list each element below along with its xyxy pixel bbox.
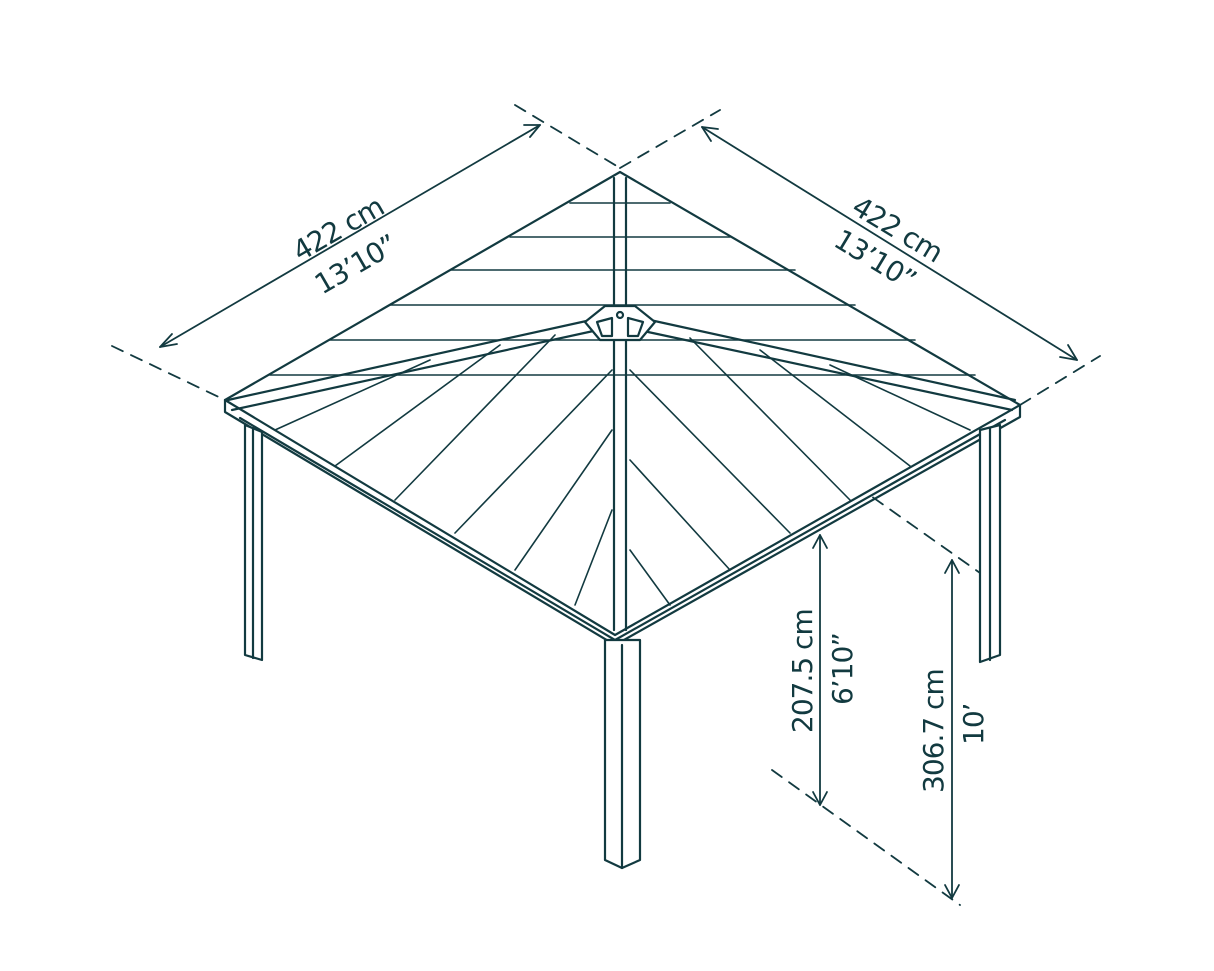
apex-hub	[583, 304, 657, 342]
roof-panels-left	[274, 334, 613, 606]
total-height-metric: 306.7 cm	[917, 669, 950, 793]
roof-ridges	[226, 176, 1017, 632]
eave-height-imperial: 6’10”	[826, 633, 859, 705]
posts	[243, 423, 1002, 870]
total-height-imperial: 10’	[957, 703, 990, 745]
eave-height-metric: 207.5 cm	[786, 609, 819, 733]
dimension-lines	[159, 124, 1078, 899]
roof-panels-right	[629, 337, 971, 606]
